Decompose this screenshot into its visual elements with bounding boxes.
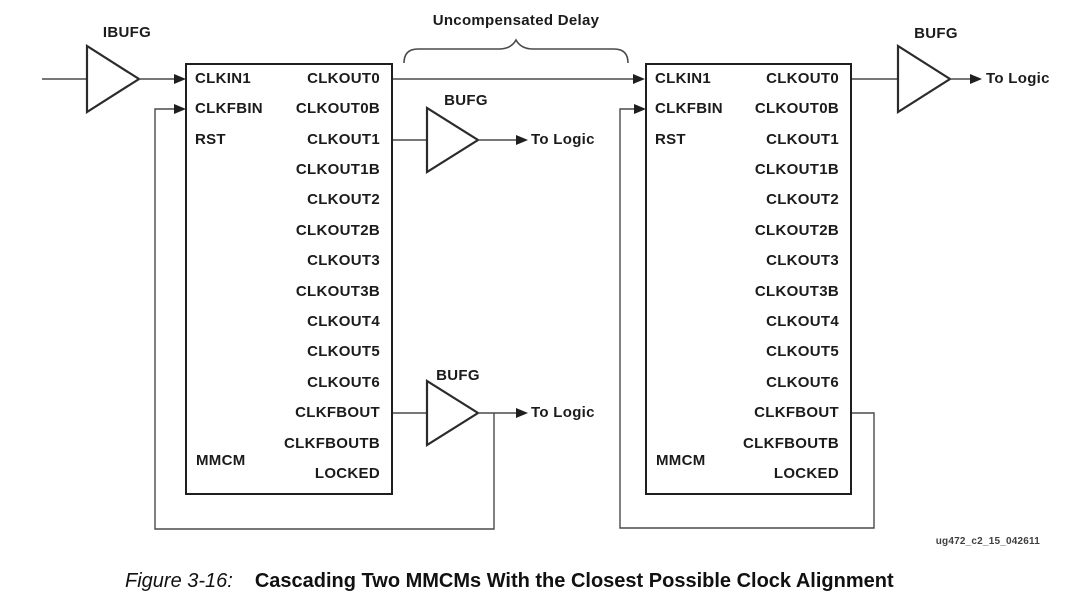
- bufg-clkfbout-buffer-icon: [425, 379, 481, 447]
- pin-label-clkout1: CLKOUT1: [307, 130, 380, 148]
- pin-label-clkout5: CLKOUT5: [766, 343, 839, 361]
- pin-label-clkfbin: CLKFBIN: [655, 100, 723, 118]
- pin-label-clkfboutb: CLKFBOUTB: [283, 434, 380, 452]
- pin-label-clkout3: CLKOUT3: [766, 252, 839, 270]
- pin-label-clkout6: CLKOUT6: [766, 373, 839, 391]
- bufg-right-buffer-icon: [896, 43, 953, 115]
- pin-label-clkout1: CLKOUT1: [766, 130, 839, 148]
- to-logic-label-mid: To Logic: [531, 131, 595, 148]
- pin-label-clkout4: CLKOUT4: [766, 312, 839, 330]
- pin-label-clkout4: CLKOUT4: [307, 312, 380, 330]
- pin-label-clkin1: CLKIN1: [655, 69, 711, 87]
- pin-label-clkfbin: CLKFBIN: [195, 100, 263, 118]
- uncompensated-delay-label: Uncompensated Delay: [432, 12, 600, 29]
- pin-label-clkout0b: CLKOUT0B: [295, 100, 380, 118]
- pin-label-clkout2: CLKOUT2: [307, 191, 380, 209]
- pin-label-clkfbout: CLKFBOUT: [754, 404, 839, 422]
- figure-title: Cascading Two MMCMs With the Closest Pos…: [254, 570, 894, 592]
- arrowhead-clkfbin-mmcm1: [174, 104, 186, 114]
- arrowhead-to-logic-bottom: [516, 408, 528, 418]
- mmcm2-label: MMCM: [656, 452, 706, 469]
- to-logic-label-right: To Logic: [986, 70, 1050, 87]
- arrowhead-clkin1-mmcm1: [174, 74, 186, 84]
- arrowhead-to-logic-right: [970, 74, 982, 84]
- pin-label-clkout3b: CLKOUT3B: [754, 282, 839, 300]
- pin-label-clkout3: CLKOUT3: [307, 252, 380, 270]
- pin-label-locked: LOCKED: [773, 464, 839, 482]
- pin-label-clkfbout: CLKFBOUT: [295, 404, 380, 422]
- pin-label-clkout0b: CLKOUT0B: [754, 100, 839, 118]
- diagram-wires-layer: [42, 38, 982, 530]
- pin-label-clkout6: CLKOUT6: [307, 373, 380, 391]
- mmcm1-label: MMCM: [196, 452, 246, 469]
- pin-label-rst: RST: [655, 130, 686, 148]
- bufg-clkfbout-label: BUFG: [436, 367, 480, 384]
- bufg-clkout1-buffer-icon: [425, 106, 481, 174]
- pin-label-clkfboutb: CLKFBOUTB: [742, 434, 839, 452]
- pin-label-clkout0: CLKOUT0: [766, 69, 839, 87]
- pin-label-clkout2b: CLKOUT2B: [295, 221, 380, 239]
- mmcm2-feedback-loop-wire: [619, 108, 875, 529]
- arrowhead-clkin1-mmcm2: [633, 74, 645, 84]
- pin-label-clkin1: CLKIN1: [195, 69, 251, 87]
- pin-label-rst: RST: [195, 130, 226, 148]
- pin-label-clkout5: CLKOUT5: [307, 343, 380, 361]
- pin-label-clkout0: CLKOUT0: [307, 69, 380, 87]
- ibufg-buffer-icon: [85, 43, 142, 115]
- to-logic-label-bottom: To Logic: [531, 404, 595, 421]
- figure-caption: Figure 3-16: Cascading Two MMCMs With th…: [125, 570, 894, 593]
- uncompensated-delay-brace: [403, 38, 629, 64]
- ibufg-label: IBUFG: [102, 24, 152, 41]
- pin-label-locked: LOCKED: [314, 464, 380, 482]
- bufg-clkout1-label: BUFG: [444, 92, 488, 109]
- figure-number: Figure 3-16:: [125, 570, 233, 592]
- pin-label-clkout2: CLKOUT2: [766, 191, 839, 209]
- bufg-right-label: BUFG: [914, 25, 958, 42]
- arrowhead-clkfbin-mmcm2: [634, 104, 646, 114]
- pin-label-clkout3b: CLKOUT3B: [295, 282, 380, 300]
- pin-label-clkout1b: CLKOUT1B: [295, 160, 380, 178]
- arrowhead-to-logic-mid: [516, 135, 528, 145]
- pin-label-clkout2b: CLKOUT2B: [754, 221, 839, 239]
- figure-watermark: ug472_c2_15_042611: [935, 536, 1040, 547]
- mmcm1-feedback-loop-wire: [154, 108, 495, 530]
- pin-label-clkout1b: CLKOUT1B: [754, 160, 839, 178]
